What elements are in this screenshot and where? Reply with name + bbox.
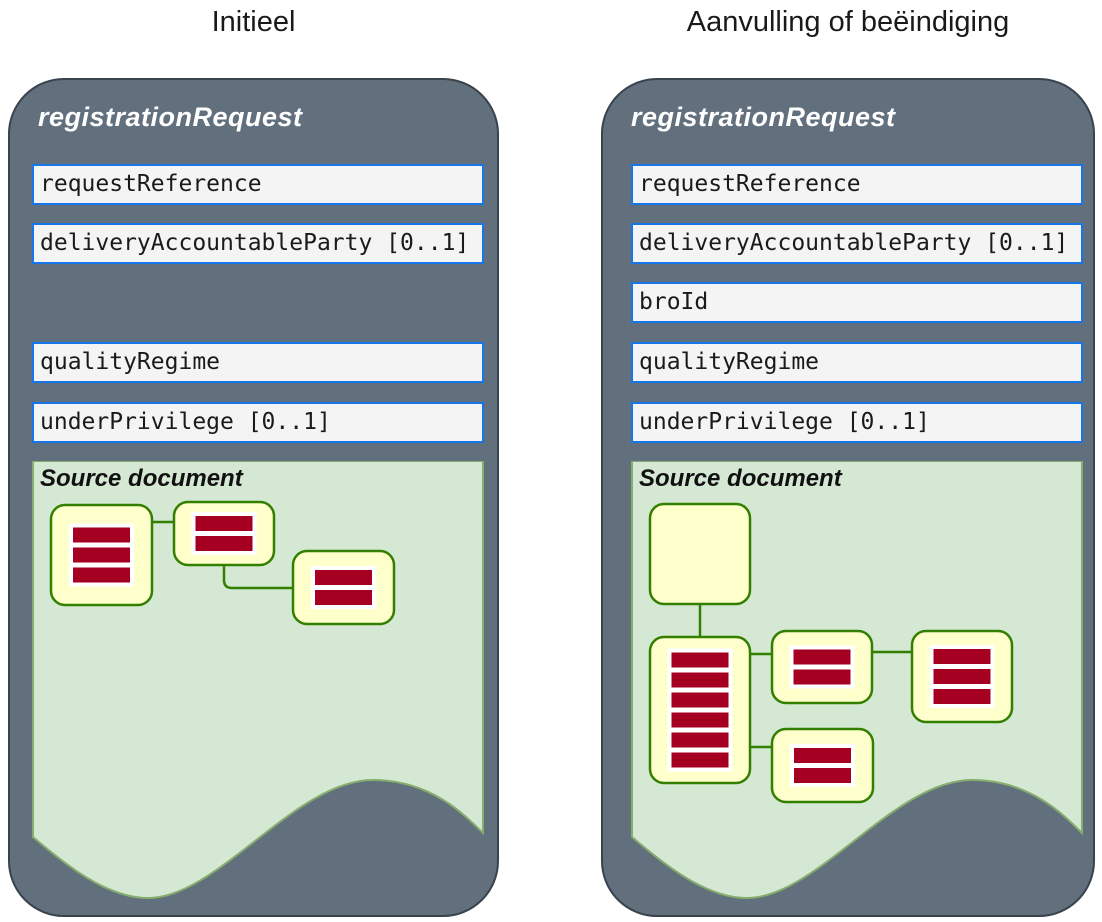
text-bar	[195, 536, 253, 551]
field-bro-id: broId	[631, 282, 1083, 323]
text-bar	[794, 748, 851, 763]
text-bar	[793, 649, 851, 665]
field-delivery-accountable-party: deliveryAccountableParty [0..1]	[32, 223, 484, 264]
document-node	[648, 502, 752, 606]
text-bar	[671, 752, 729, 768]
text-bar	[671, 732, 729, 748]
text-bar	[933, 689, 991, 704]
field-request-reference: requestReference	[631, 164, 1083, 205]
panel-initieel: registrationRequest requestReference del…	[8, 78, 499, 917]
text-bar-frame	[667, 648, 733, 772]
text-bar	[195, 516, 253, 531]
text-bar	[73, 547, 130, 563]
field-quality-regime: qualityRegime	[631, 342, 1083, 383]
field-request-reference: requestReference	[32, 164, 484, 205]
column-title-initieel: Initieel	[211, 6, 296, 38]
field-quality-regime: qualityRegime	[32, 342, 484, 383]
column-title-aanvulling: Aanvulling of beëindiging	[686, 6, 1010, 38]
field-under-privilege: underPrivilege [0..1]	[32, 402, 484, 443]
panel-header-registration-request: registrationRequest	[631, 102, 896, 132]
text-bar	[671, 652, 729, 668]
panel-aanvulling: registrationRequest requestReference del…	[601, 78, 1095, 917]
source-document-title: Source document	[40, 465, 243, 492]
field-under-privilege: underPrivilege [0..1]	[631, 402, 1083, 443]
node-connector-line	[222, 565, 293, 590]
text-bar	[671, 712, 729, 728]
text-bar	[793, 669, 851, 685]
source-document-area: Source document	[631, 461, 1083, 906]
text-bar	[315, 570, 372, 585]
text-bar	[73, 567, 130, 583]
text-bar	[73, 527, 130, 543]
source-document-area: Source document	[32, 461, 484, 906]
panel-header-registration-request: registrationRequest	[38, 102, 303, 132]
text-bar	[933, 649, 991, 664]
source-document-diagram	[631, 461, 1083, 900]
text-bar	[671, 692, 729, 708]
source-document-diagram	[32, 461, 484, 900]
source-document-title: Source document	[639, 465, 842, 492]
text-bar	[933, 669, 991, 684]
text-bar	[315, 590, 372, 605]
text-bar	[794, 768, 851, 783]
field-delivery-accountable-party: deliveryAccountableParty [0..1]	[631, 223, 1083, 264]
text-bar	[671, 672, 729, 688]
